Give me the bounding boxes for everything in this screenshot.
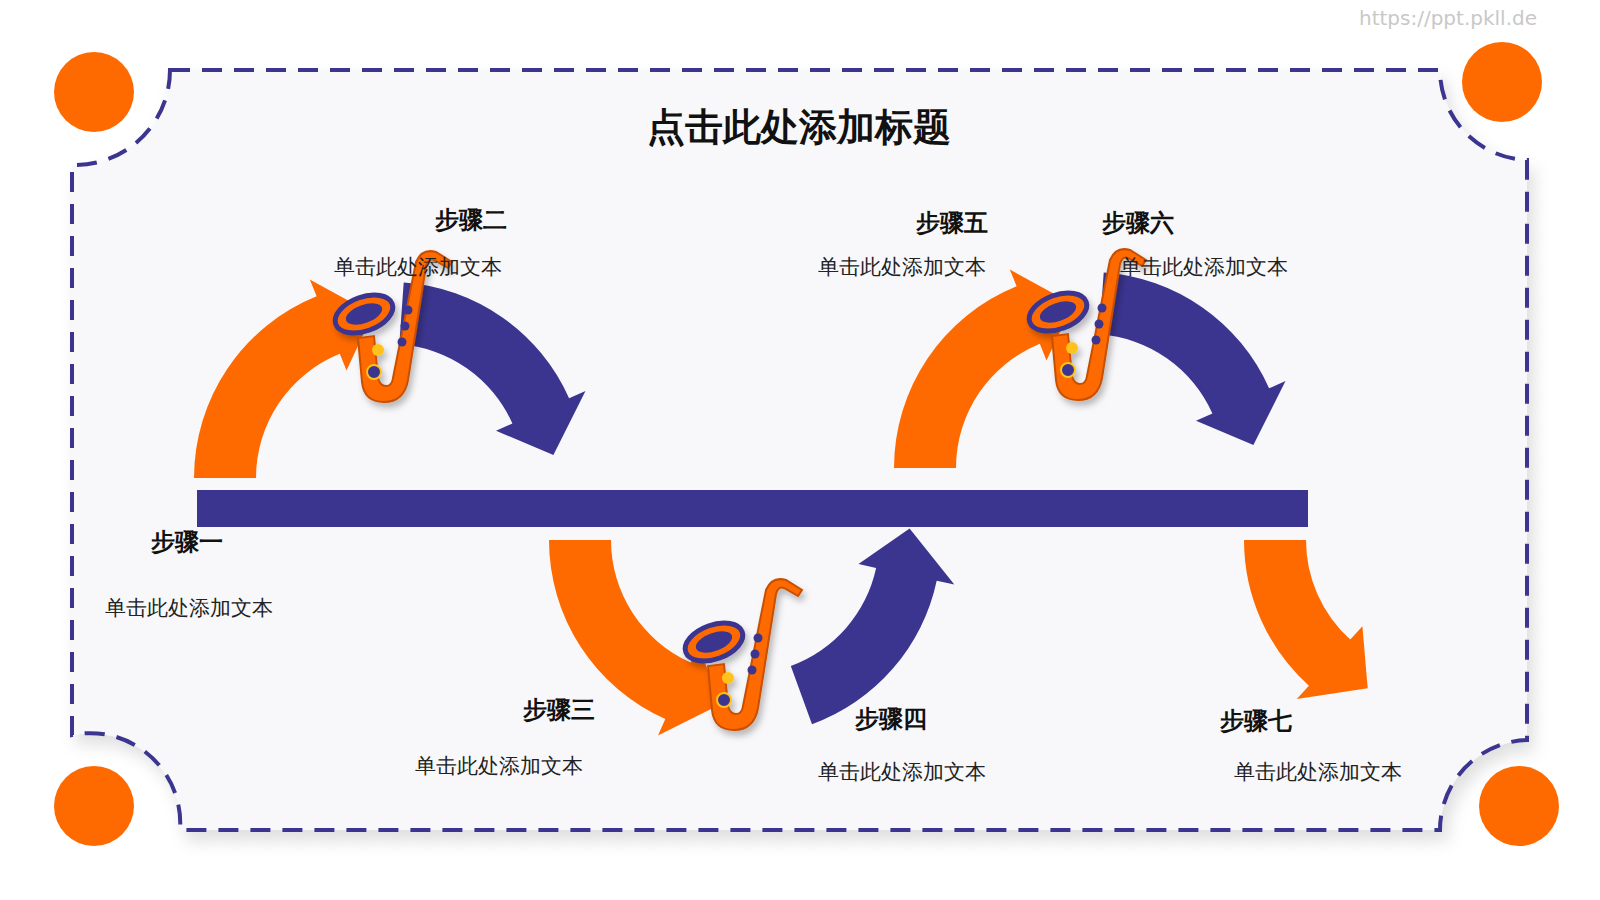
corner-dot xyxy=(54,766,134,846)
frame xyxy=(72,70,1527,830)
curved-arrow xyxy=(1244,540,1368,699)
curved-arrow xyxy=(1099,273,1285,446)
step-text: 单击此处添加文本 xyxy=(818,253,986,281)
corner-dot xyxy=(54,52,134,132)
title: 点击此处添加标题 xyxy=(647,102,951,153)
step-heading: 步骤三 xyxy=(523,694,595,726)
step-heading: 步骤五 xyxy=(916,207,988,239)
step-heading: 步骤二 xyxy=(435,204,507,236)
corner-dot xyxy=(1462,42,1542,122)
curved-arrow xyxy=(791,529,955,725)
step-text: 单击此处添加文本 xyxy=(1120,253,1288,281)
step-heading: 步骤一 xyxy=(151,526,223,558)
step-text: 单击此处添加文本 xyxy=(334,253,502,281)
corner-dot xyxy=(1479,766,1559,846)
step-heading: 步骤六 xyxy=(1102,207,1174,239)
watermark: https://ppt.pkll.de xyxy=(1359,6,1537,30)
step-text: 单击此处添加文本 xyxy=(105,594,273,622)
timeline-bar xyxy=(197,490,1308,527)
step-heading: 步骤四 xyxy=(855,703,927,735)
step-text: 单击此处添加文本 xyxy=(415,752,583,780)
step-heading: 步骤七 xyxy=(1220,705,1292,737)
saxophones xyxy=(330,249,1146,730)
saxophone-icon xyxy=(680,579,802,730)
step-text: 单击此处添加文本 xyxy=(1234,758,1402,786)
curved-arrow xyxy=(399,283,585,456)
step-text: 单击此处添加文本 xyxy=(818,758,986,786)
